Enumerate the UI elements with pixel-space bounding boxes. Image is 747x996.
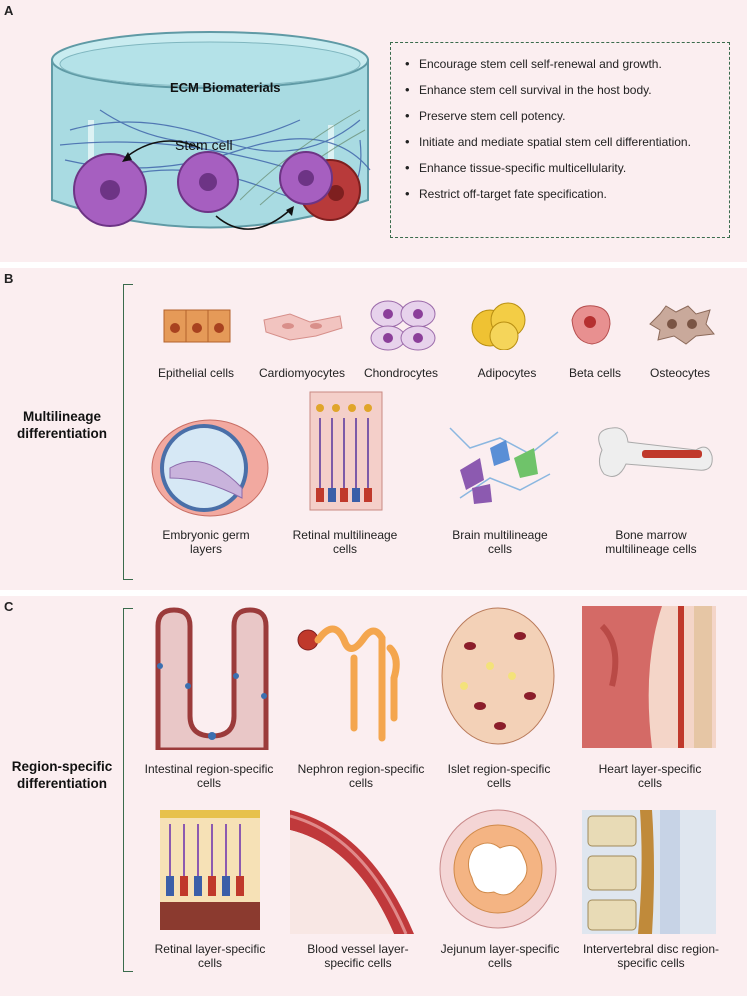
benefits-box: Encourage stem cell self-renewal and gro… — [390, 42, 730, 238]
chondrocytes-illustration — [370, 300, 436, 351]
panel-label: C — [4, 599, 14, 614]
caption-osteocytes: Osteocytes — [649, 366, 711, 380]
nephron-illustration — [297, 625, 400, 742]
benefit-item: Encourage stem cell self-renewal and gro… — [405, 57, 721, 71]
side-label: Multilineage differentiation — [17, 409, 107, 441]
bone-marrow-illustration — [598, 427, 713, 477]
caption-adipocytes: Adipocytes — [477, 366, 537, 380]
dish-title: ECM Biomaterials — [170, 80, 281, 95]
caption-cardiomyocytes: Cardiomyocytes — [258, 366, 346, 380]
brain-multilineage-illustration — [449, 427, 559, 504]
caption-intervertebral-disc: Intervertebral disc region-specific cell… — [582, 942, 720, 970]
embryonic-germ-layers-illustration — [151, 419, 269, 517]
benefit-item: Enhance tissue-specific multicellularity… — [405, 161, 721, 175]
osteocytes-illustration — [649, 305, 715, 345]
retinal-multilineage-illustration — [309, 391, 383, 511]
islet-illustration — [441, 607, 555, 745]
panel-label: B — [4, 271, 14, 286]
bracket — [123, 284, 133, 580]
adipocytes-illustration — [471, 302, 526, 350]
side-label: Region-specific differentiation — [11, 759, 113, 791]
epithelial-cells-illustration — [163, 309, 231, 343]
caption-beta-cells: Beta cells — [568, 366, 622, 380]
jejunum-illustration — [439, 809, 557, 929]
ecm-dish-illustration: ECM Biomaterials Stem cell — [51, 31, 371, 230]
benefit-item: Restrict off-target fate specification. — [405, 187, 721, 201]
stem-cell-label: Stem cell — [175, 137, 233, 153]
benefit-item: Enhance stem cell survival in the host b… — [405, 83, 721, 97]
caption-blood-vessel: Blood vessel layer-specific cells — [307, 942, 409, 970]
beta-cells-illustration — [571, 305, 611, 345]
bracket — [123, 608, 133, 972]
benefit-item: Preserve stem cell potency. — [405, 109, 721, 123]
caption-epithelial-cells: Epithelial cells — [157, 366, 235, 380]
retinal-layer-illustration — [160, 810, 260, 930]
panel-b: B Multilineage differentiation Epithelia… — [0, 268, 747, 590]
benefit-item: Initiate and mediate spatial stem cell d… — [405, 135, 721, 149]
intervertebral-disc-illustration — [582, 810, 716, 934]
panel-c: C Region-specific differentiation Intest… — [0, 596, 747, 996]
blood-vessel-illustration — [290, 810, 414, 934]
intestinal-illustration — [155, 607, 269, 750]
heart-layer-illustration — [582, 606, 716, 748]
caption-chondrocytes: Chondrocytes — [363, 366, 439, 380]
panel-label: A — [4, 3, 14, 18]
cardiomyocytes-illustration — [263, 313, 343, 341]
panel-a: A ECM Biomaterials — [0, 0, 747, 262]
